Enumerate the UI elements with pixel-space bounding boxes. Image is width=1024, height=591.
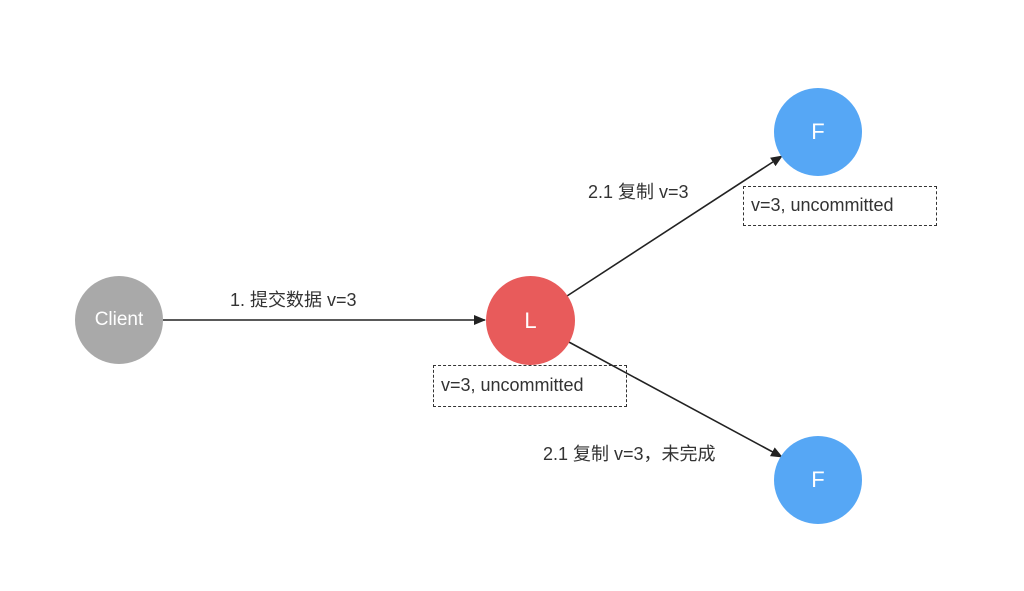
follower-bottom-node-label: F bbox=[811, 467, 825, 492]
follower-node-top: F bbox=[774, 88, 862, 176]
follower-top-state-box: v=3, uncommitted bbox=[743, 186, 937, 226]
arrow-leader-to-follower-top bbox=[566, 155, 783, 297]
follower-node-bottom: F bbox=[774, 436, 862, 524]
edge-label-replicate-top: 2.1 复制 v=3 bbox=[588, 182, 689, 202]
client-node-label: Client bbox=[94, 309, 144, 330]
edge-label-replicate-bottom: 2.1 复制 v=3，未完成 bbox=[543, 444, 716, 464]
follower-top-node-label: F bbox=[811, 119, 825, 144]
leader-state-box: v=3, uncommitted bbox=[433, 365, 627, 407]
client-node: Client bbox=[75, 276, 163, 364]
leader-node-label: L bbox=[524, 307, 537, 333]
leader-node: L bbox=[486, 276, 575, 365]
edge-label-submit: 1. 提交数据 v=3 bbox=[230, 290, 357, 310]
arrow-leader-to-follower-bottom bbox=[566, 340, 783, 458]
